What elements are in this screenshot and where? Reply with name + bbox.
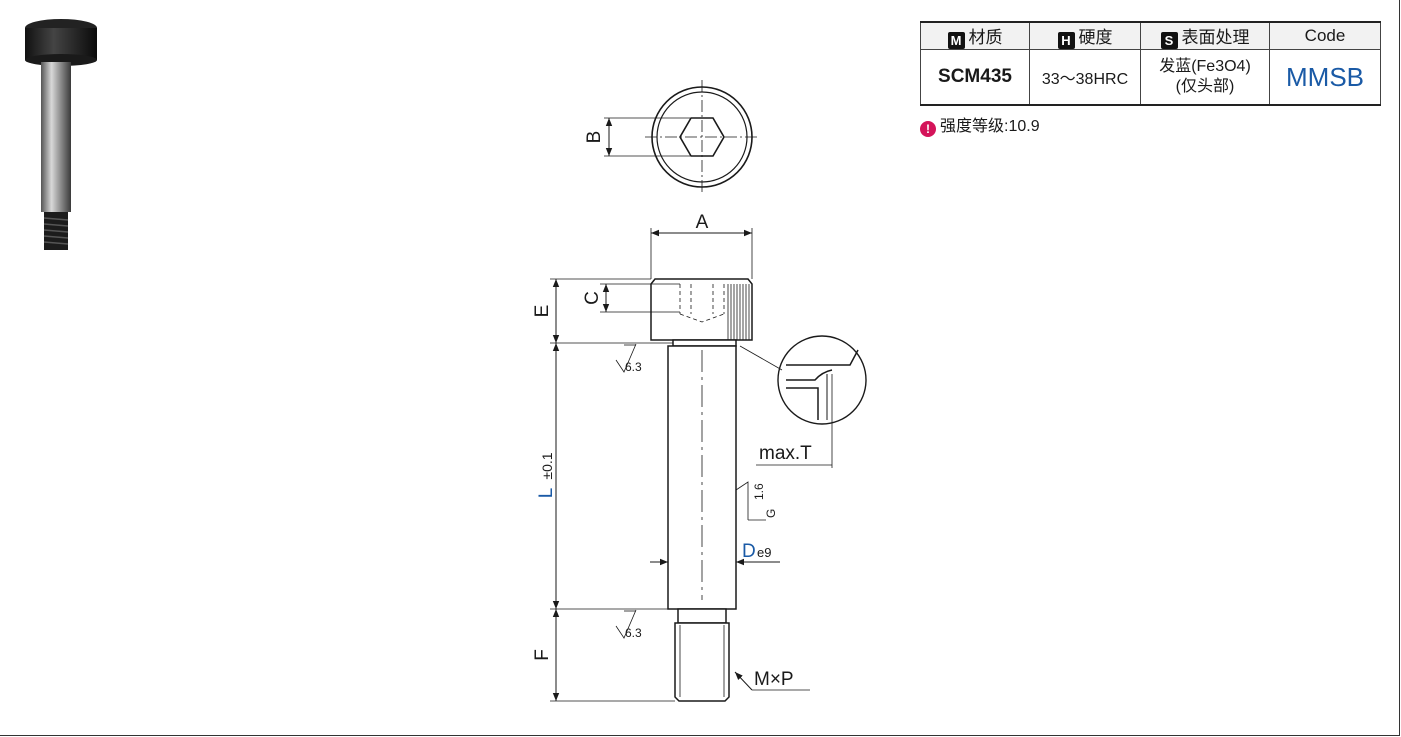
cell-surface: 发蓝(Fe3O4) (仅头部): [1140, 49, 1270, 106]
product-photo: [25, 19, 97, 250]
cell-hardness: 33～38HRC: [1029, 49, 1141, 106]
header-material-label: 材质: [968, 28, 1003, 47]
dim-D-label: D: [742, 541, 756, 562]
head-top-view: [604, 80, 760, 195]
header-hardness-label: 硬度: [1078, 28, 1113, 47]
info-warning-icon: !: [920, 121, 936, 137]
roughness-thread-value: 6.3: [625, 626, 642, 640]
dim-F-label: F: [532, 649, 553, 661]
dim-E-label: E: [532, 305, 553, 318]
strength-note: !强度等级:10.9: [920, 112, 1040, 137]
cell-surface-line2: (仅头部): [1175, 78, 1235, 95]
cell-code: MMSB: [1269, 49, 1381, 106]
dim-C-label: C: [582, 291, 603, 305]
header-code-label: Code: [1304, 26, 1346, 45]
cell-material: SCM435: [920, 49, 1030, 106]
dim-A-label: A: [696, 212, 709, 233]
dimension-lines: [550, 228, 832, 702]
hardness-badge-icon: H: [1057, 32, 1075, 49]
header-surface-label: 表面处理: [1181, 28, 1250, 47]
dim-T-label: max.T: [759, 443, 812, 464]
dim-L-tolerance: ±0.1: [539, 452, 555, 479]
roughness-head-value: 6.3: [625, 360, 642, 374]
cell-surface-line1: 发蓝(Fe3O4): [1159, 58, 1251, 75]
material-badge-icon: M: [947, 32, 965, 49]
dim-B-label: B: [584, 131, 605, 144]
surface-badge-icon: S: [1160, 32, 1178, 49]
roughness-shaft-value: 1.6: [752, 483, 766, 500]
strength-note-text: 强度等级:10.9: [940, 118, 1040, 135]
dim-MP-label: M×P: [754, 669, 794, 690]
dim-L-label: L: [536, 488, 557, 499]
bolt-side-view: [650, 278, 753, 702]
roughness-shaft-g: G: [764, 509, 778, 518]
detail-view: [739, 335, 867, 468]
spec-table-row: SCM435 33～38HRC 发蓝(Fe3O4) (仅头部) MMSB: [920, 49, 1381, 106]
dim-D-subscript: e9: [757, 545, 771, 560]
header-code: Code: [1269, 21, 1381, 50]
